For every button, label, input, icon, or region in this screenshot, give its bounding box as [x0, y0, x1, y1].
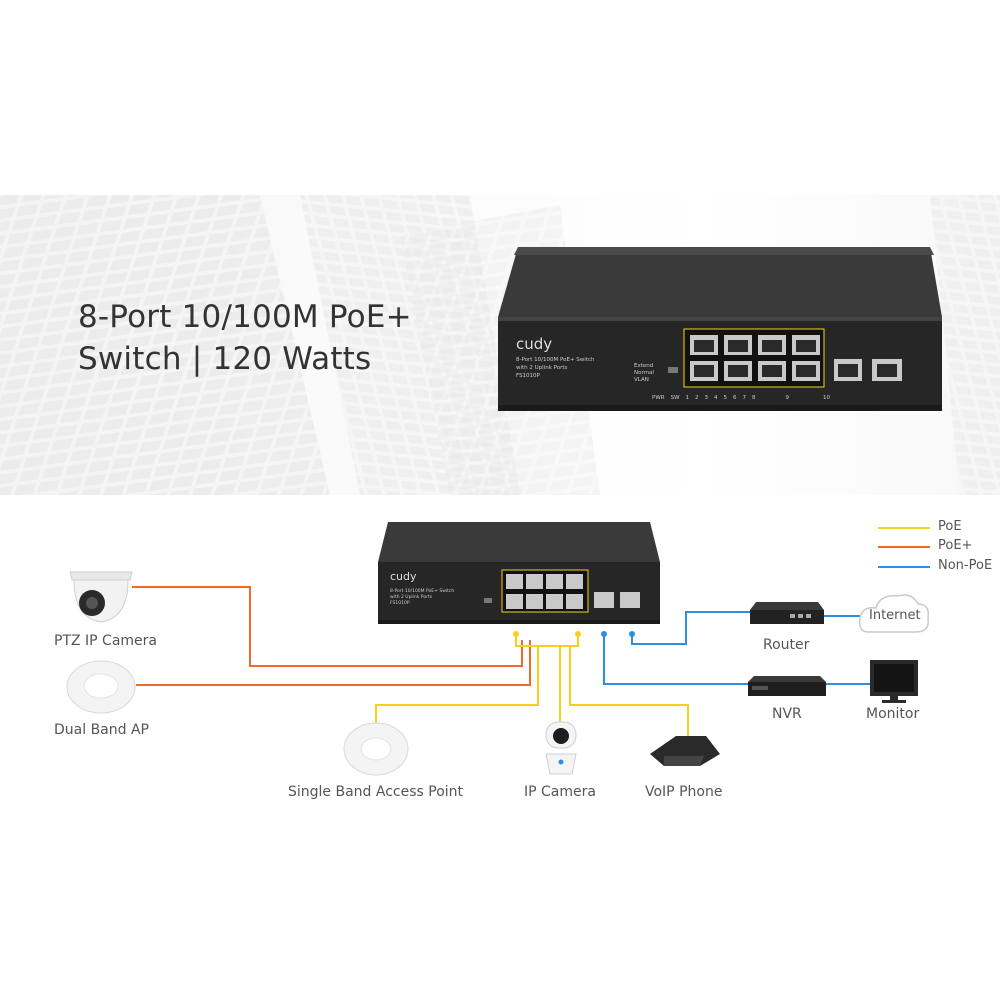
poe-wires	[375, 634, 689, 736]
voip-phone-icon	[650, 736, 720, 766]
switch-port-labels: PWR SW 1 2 3 4 5 6 7 8 9 10	[652, 395, 830, 402]
switch-mode-normal: Normal	[634, 370, 654, 376]
nvr-icon	[748, 676, 826, 696]
wire-router	[631, 611, 752, 645]
legend-label-poe-plus: PoE+	[938, 538, 973, 553]
switch-mode-vlan: VLAN	[634, 377, 649, 383]
wire-ptz-camera	[132, 586, 523, 667]
internet-cloud-icon	[858, 594, 930, 633]
port-label: 1	[685, 395, 690, 401]
label-monitor: Monitor	[866, 706, 920, 722]
legend-label-poe: PoE	[938, 519, 962, 534]
router-icon	[750, 602, 824, 624]
port-label: SW	[670, 395, 680, 401]
port-label: 7	[742, 395, 747, 401]
switch-product-image	[498, 247, 942, 411]
hero-banner: 8-Port 10/100M PoE+ Switch | 120 Watts c…	[0, 195, 1000, 495]
switch-diagram-image	[378, 522, 660, 624]
port-label: 3	[704, 395, 709, 401]
legend-line-poe	[878, 527, 930, 529]
port-label: 5	[723, 395, 728, 401]
label-ptz-camera: PTZ IP Camera	[54, 633, 157, 649]
label-ip-camera: IP Camera	[524, 784, 596, 800]
label-nvr: NVR	[772, 706, 802, 722]
headline-line-1: 8-Port 10/100M PoE+	[78, 299, 412, 335]
port-label: PWR	[652, 395, 665, 401]
poe-plus-wires	[132, 586, 531, 686]
switch-brand-logo: cudy	[516, 335, 553, 353]
port-label: 6	[733, 395, 737, 401]
ip-camera-icon	[545, 721, 577, 775]
diagram-switch-model: FS1010P	[390, 601, 410, 606]
wire-voip-phone	[569, 646, 689, 736]
wire-poe-bus	[515, 634, 579, 647]
label-voip-phone: VoIP Phone	[645, 784, 723, 800]
legend-line-non-poe	[878, 566, 930, 568]
dual-band-ap-icon	[66, 660, 136, 714]
headline-line-2: Switch | 120 Watts	[78, 341, 372, 377]
diagram-switch-description-2: with 2 Uplink Ports	[390, 595, 433, 600]
port-label: 9	[785, 395, 790, 401]
label-router: Router	[763, 637, 810, 653]
switch-model: FS1010P	[516, 373, 540, 379]
wire-single-band-ap	[375, 646, 539, 733]
legend-line-poe-plus	[878, 546, 930, 548]
switch-description-line-1: 8-Port 10/100M PoE+ Switch	[516, 357, 595, 363]
network-diagram	[66, 522, 930, 776]
diagram-switch-brand: cudy	[390, 570, 417, 583]
label-single-band-ap: Single Band Access Point	[288, 784, 464, 800]
port-label: 2	[695, 395, 699, 401]
legend-label-non-poe: Non-PoE	[938, 558, 993, 573]
port-label: 8	[752, 395, 756, 401]
monitor-icon	[870, 660, 918, 703]
single-band-ap-icon	[343, 722, 409, 776]
diagram-switch-description-1: 8-Port 10/100M PoE+ Switch	[390, 589, 455, 594]
port-label: 10	[823, 395, 831, 401]
port-label: 4	[714, 395, 718, 401]
label-internet: Internet	[869, 608, 921, 623]
switch-mode-extend: Extend	[634, 363, 654, 369]
wire-dual-band-ap	[136, 640, 531, 686]
wire-nvr	[603, 634, 748, 685]
ptz-camera-icon	[69, 571, 133, 623]
switch-description-line-2: with 2 Uplink Ports	[516, 365, 568, 371]
label-dual-band-ap: Dual Band AP	[54, 722, 149, 738]
